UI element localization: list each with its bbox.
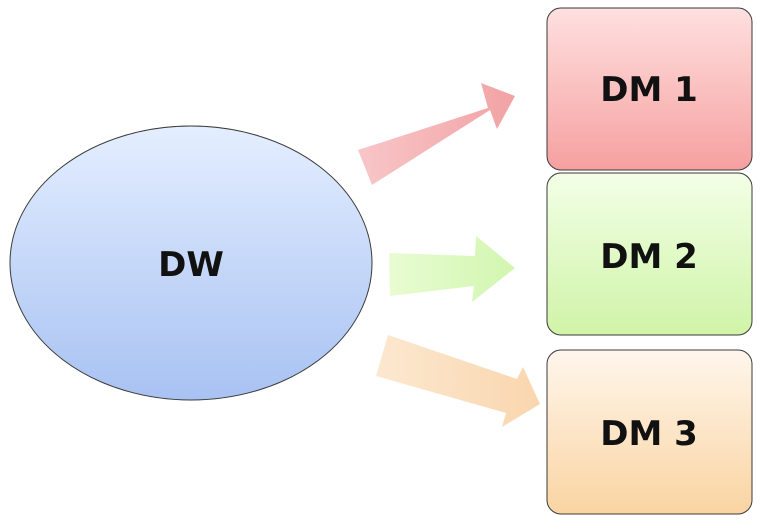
dm3-box: [546, 349, 753, 515]
dm3-label: DM 3: [600, 414, 698, 454]
dm2-box: [546, 172, 753, 336]
dm1-label: DM 1: [600, 70, 698, 110]
arrow-to-dm1: [358, 83, 515, 185]
dw-label: DW: [158, 245, 224, 285]
dw-ellipse: [9, 125, 373, 401]
dm1-box: [546, 7, 753, 171]
arrow-to-dm3: [376, 335, 540, 427]
dm2-label: DM 2: [600, 237, 698, 277]
arrow-to-dm2: [389, 236, 515, 302]
